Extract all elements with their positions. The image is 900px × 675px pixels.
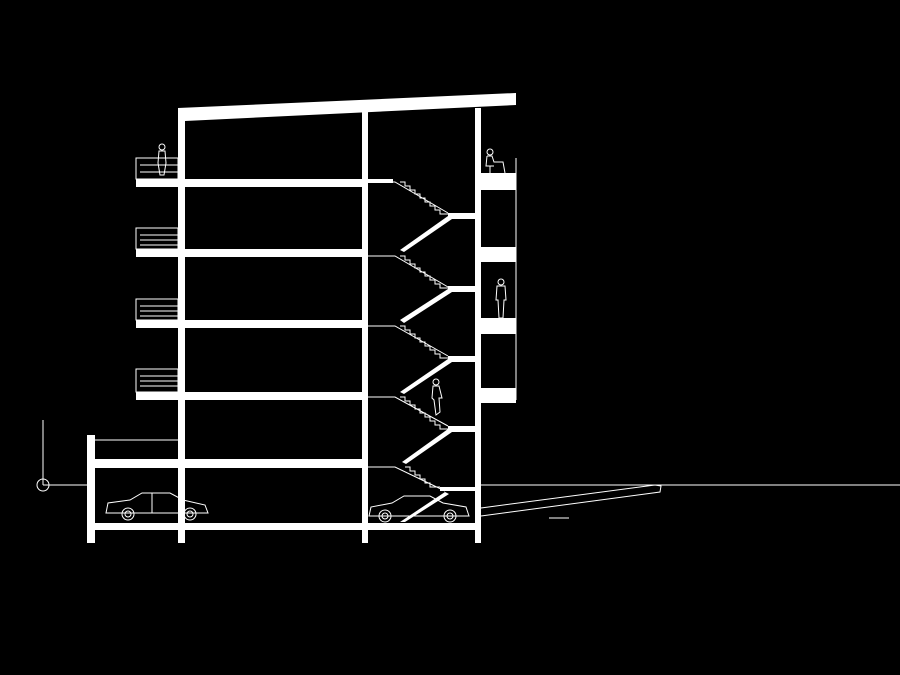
ground-reference — [36, 420, 900, 519]
figure-person-stairs — [431, 378, 443, 416]
right-balconies — [475, 173, 516, 403]
left-balconies — [135, 157, 179, 393]
roof-slab — [178, 93, 516, 126]
car-right — [368, 495, 470, 523]
car-left — [105, 492, 209, 521]
stairs — [368, 179, 475, 522]
figure-person-balcony — [157, 143, 167, 176]
ramp — [480, 484, 662, 517]
figure-person-seated — [485, 148, 506, 174]
floor-slabs — [87, 179, 481, 530]
figure-person-standing — [495, 278, 507, 319]
